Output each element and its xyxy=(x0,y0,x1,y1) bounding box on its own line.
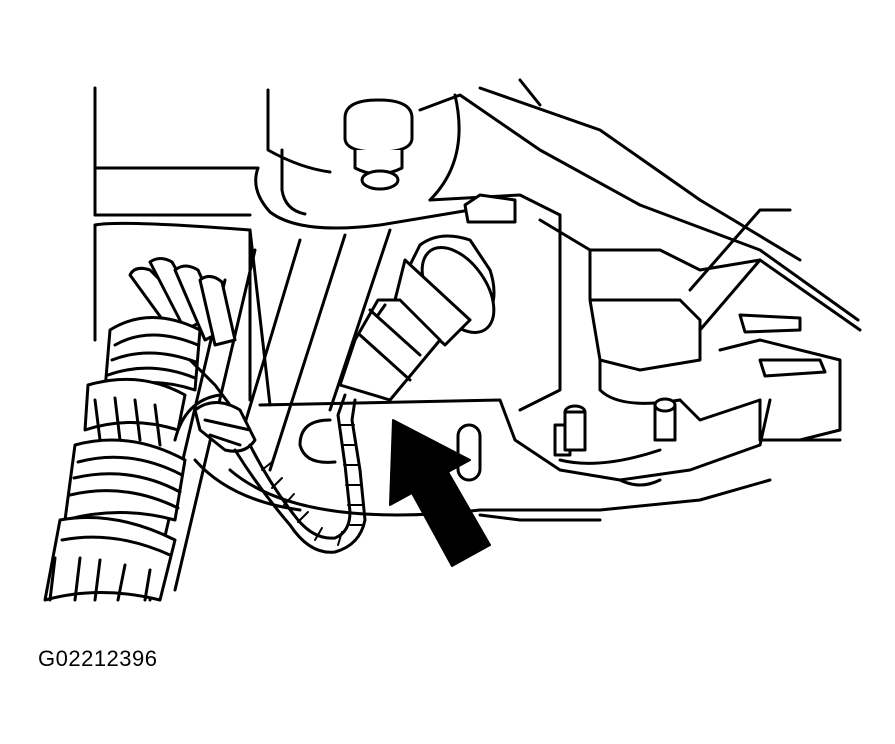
small-tab xyxy=(463,193,517,224)
pointer-arrow xyxy=(389,419,491,567)
figure-code: G02212396 xyxy=(38,646,158,671)
upper-housing xyxy=(93,78,860,322)
top-bolt xyxy=(343,98,414,191)
bracket-assembly xyxy=(518,208,862,487)
oxygen-sensor xyxy=(338,234,496,402)
transmission-case xyxy=(93,221,772,522)
sensor-pigtail-wire xyxy=(193,393,367,554)
wiring-harness xyxy=(43,257,237,602)
